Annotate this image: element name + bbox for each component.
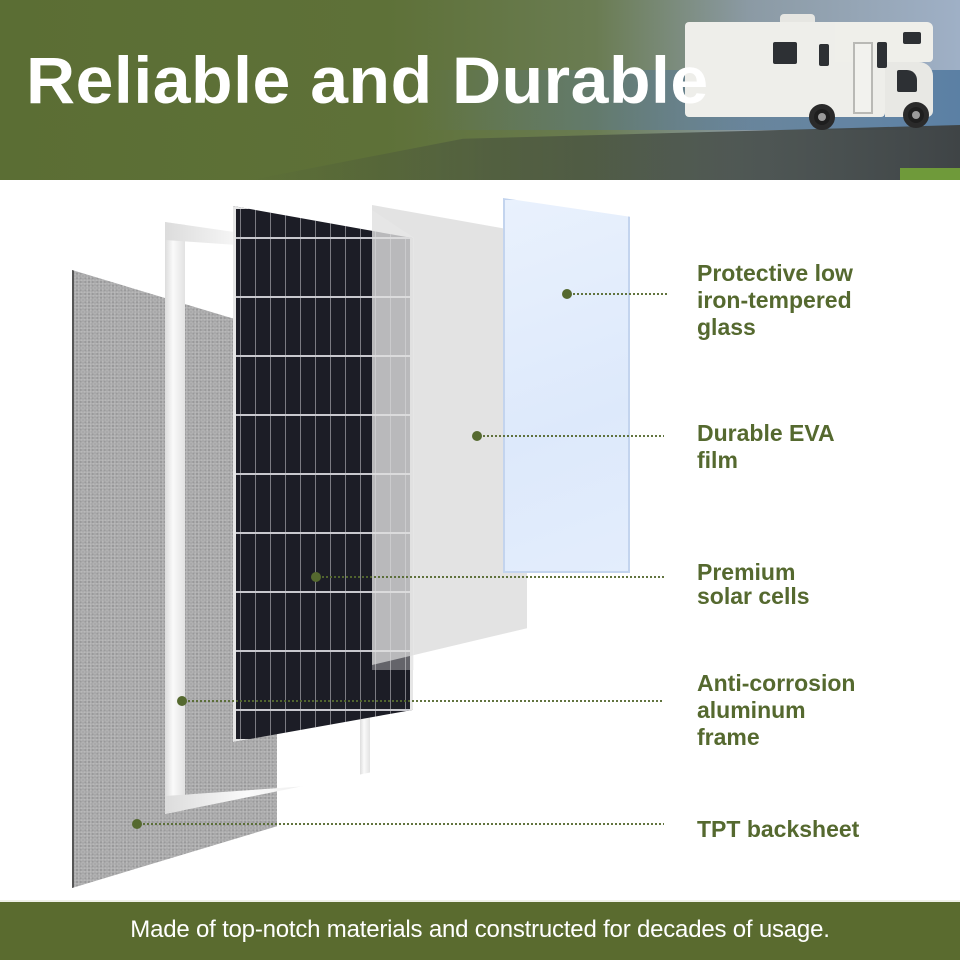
rv-window (877, 42, 887, 68)
label-line: film (697, 447, 738, 473)
grass-edge (900, 168, 960, 180)
callout-dot-icon (472, 431, 482, 441)
label-line: glass (697, 314, 756, 340)
label-line: solar cells (697, 583, 810, 609)
road-background (250, 125, 960, 180)
callout-dotted-line (482, 435, 664, 437)
callout-cells (311, 572, 665, 582)
callout-dotted-line (572, 293, 667, 295)
frame-left-bar (165, 222, 185, 814)
label-line: TPT backsheet (697, 816, 860, 842)
tempered-glass-layer (503, 198, 630, 573)
label-line: iron-tempered (697, 287, 852, 313)
callout-dotted-line (321, 576, 665, 578)
callout-eva (472, 431, 664, 441)
label-line: frame (697, 724, 760, 750)
rv-window (773, 42, 797, 64)
callout-dot-icon (132, 819, 142, 829)
rv-window (819, 44, 829, 66)
rv-wheel (809, 104, 835, 130)
rv-windshield (897, 70, 917, 92)
label-line: Premium (697, 559, 796, 585)
callout-dotted-line (142, 823, 664, 825)
page-title: Reliable and Durable (26, 43, 709, 117)
callout-backsheet (132, 819, 664, 829)
footer-banner: Made of top-notch materials and construc… (0, 900, 960, 960)
rv-wheel (903, 102, 929, 128)
label-cells: Premium solar cells (697, 560, 810, 608)
footer-tagline: Made of top-notch materials and construc… (130, 916, 830, 943)
label-eva: Durable EVA film (697, 420, 835, 474)
label-glass: Protective low iron-tempered glass (697, 260, 853, 341)
rv-window (903, 32, 921, 44)
label-frame: Anti-corrosion aluminum frame (697, 670, 855, 751)
callout-glass (562, 289, 667, 299)
label-backsheet: TPT backsheet (697, 816, 859, 843)
rv-motorhome-image (685, 12, 935, 132)
callout-dot-icon (311, 572, 321, 582)
label-line: Protective low (697, 260, 853, 286)
header-banner: Reliable and Durable (0, 0, 960, 180)
label-line: Durable EVA (697, 420, 835, 446)
rv-roof-unit (780, 14, 815, 24)
cells-overlap-shade (372, 210, 414, 670)
callout-dot-icon (177, 696, 187, 706)
callout-frame (177, 696, 664, 706)
callout-dot-icon (562, 289, 572, 299)
label-line: aluminum (697, 697, 806, 723)
callout-dotted-line (187, 700, 664, 702)
label-line: Anti-corrosion (697, 670, 856, 696)
rv-door (853, 42, 873, 114)
